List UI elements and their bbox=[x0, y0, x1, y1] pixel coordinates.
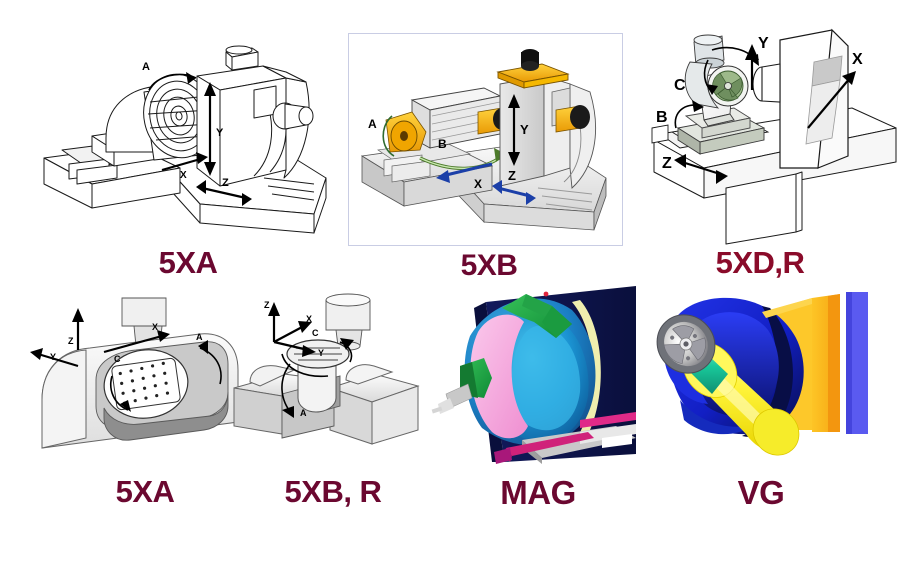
axis-label-z: Z bbox=[222, 177, 229, 189]
axis-label-c: C bbox=[674, 77, 686, 94]
axis-label-y: Y bbox=[758, 35, 769, 52]
axis-label-x: X bbox=[474, 177, 482, 191]
axis-label-a: A bbox=[300, 408, 307, 418]
axis-label-x: X bbox=[852, 51, 863, 68]
axis-label-z: Z bbox=[662, 155, 672, 172]
axis-label-a: A bbox=[196, 332, 203, 342]
fig-5xb-top-drawing: A B bbox=[360, 49, 607, 231]
axis-label-z: Z bbox=[508, 168, 516, 183]
caption-mag: MAG bbox=[500, 474, 576, 511]
caption-5xa-top: 5XA bbox=[158, 245, 218, 280]
axis-label-y: Y bbox=[50, 352, 56, 362]
figure-vg bbox=[650, 282, 885, 467]
axis-label-a: A bbox=[142, 61, 150, 73]
axis-label-a: A bbox=[368, 117, 377, 131]
fig-5xa-top-drawing: A Y bbox=[43, 45, 327, 234]
axis-label-c: C bbox=[312, 328, 319, 338]
figure-5xb-top: A B bbox=[352, 36, 620, 242]
figure-5xa-bottom: C A Z X Y bbox=[18, 288, 248, 468]
axis-label-c: C bbox=[114, 354, 121, 364]
axis-label-z: Z bbox=[68, 336, 74, 346]
axis-label-b: B bbox=[438, 137, 447, 151]
figure-5xdr-top: C B Y X Z bbox=[646, 16, 912, 245]
axis-label-b: B bbox=[656, 109, 668, 126]
axis-label-y: Y bbox=[520, 122, 529, 137]
fig-5xbr-bottom-drawing: C A Z X Y bbox=[233, 293, 420, 445]
figure-5xbr-bottom: C A Z X Y bbox=[222, 288, 422, 468]
axis-label-x: X bbox=[180, 170, 187, 181]
caption-5xbr-bottom: 5XB, R bbox=[284, 474, 382, 509]
fig-5xa-bottom-drawing: C A Z X Y bbox=[30, 297, 239, 449]
axis-label-y: Y bbox=[216, 127, 224, 139]
figure-5xa-top: A Y bbox=[14, 18, 334, 243]
axis-label-z: Z bbox=[264, 300, 270, 310]
axis-label-x: X bbox=[306, 314, 312, 324]
axis-label-x: X bbox=[152, 322, 158, 332]
caption-5xdr-top: 5XD,R bbox=[715, 245, 805, 280]
caption-5xa-bottom: 5XA bbox=[115, 474, 175, 509]
fig-mag-render bbox=[431, 286, 636, 464]
fig-5xdr-top-drawing: C B Y X Z bbox=[651, 28, 897, 245]
caption-vg: VG bbox=[737, 474, 785, 511]
axis-label-y: Y bbox=[318, 348, 324, 358]
caption-5xb-top: 5XB bbox=[460, 249, 518, 282]
figure-mag bbox=[430, 286, 636, 466]
fig-vg-render bbox=[656, 292, 868, 456]
